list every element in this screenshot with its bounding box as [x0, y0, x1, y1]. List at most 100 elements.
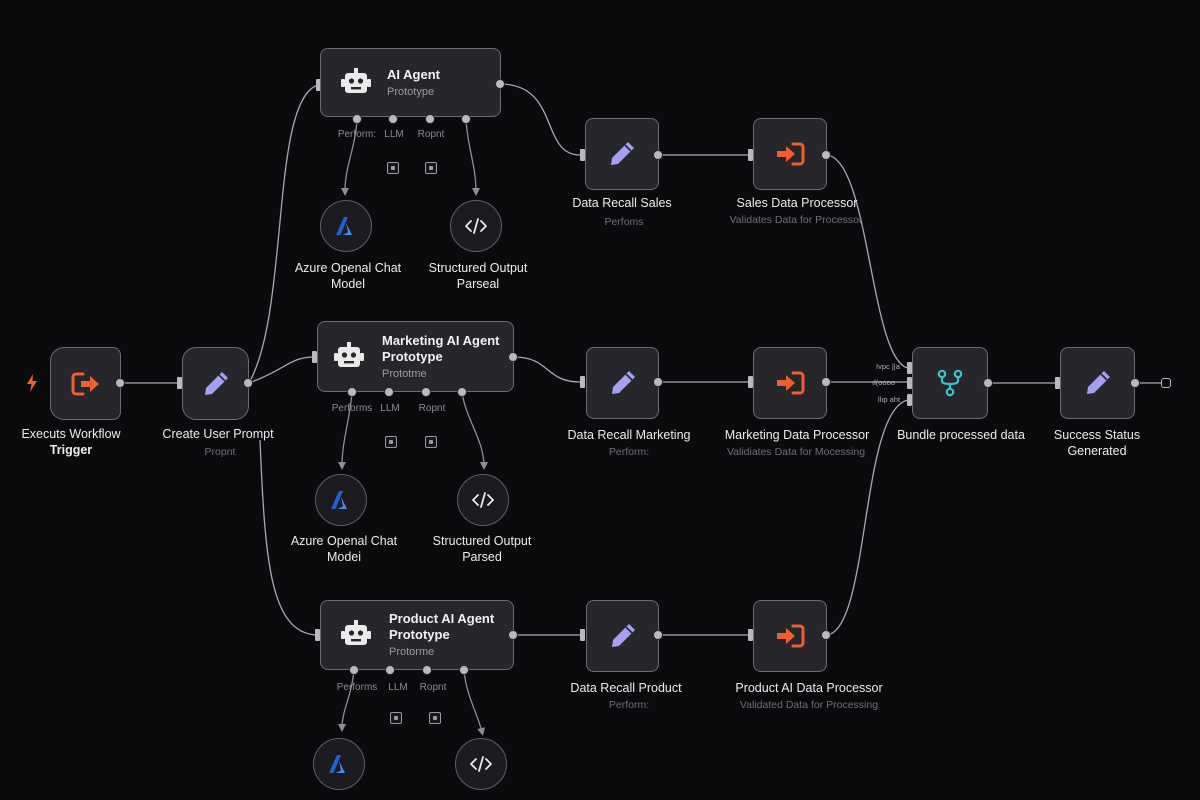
wire-prompt-agent2[interactable]	[248, 356, 315, 384]
agent3-port-ropnt[interactable]	[422, 665, 432, 675]
processor2-label: Marketing Data Processor	[724, 428, 870, 442]
wire-agent1-parser[interactable]	[465, 119, 480, 196]
agent1-input-port[interactable]	[316, 79, 321, 91]
wire-agent2-model[interactable]	[338, 391, 353, 470]
agent1-port-llm[interactable]	[388, 114, 398, 124]
bundle-input1-label: Ivpc ||a	[876, 362, 900, 371]
bundle-output-port[interactable]	[983, 378, 993, 388]
processor2-output-port[interactable]	[821, 377, 831, 387]
agent2-azure-model-node[interactable]	[315, 474, 367, 526]
processor1-sub: Validates Data for Processor	[729, 214, 863, 226]
agent3-input-port[interactable]	[315, 629, 320, 641]
sales-data-processor-node[interactable]	[753, 118, 827, 190]
marketing-data-processor-node[interactable]	[753, 347, 827, 419]
processor3-input-port[interactable]	[748, 629, 753, 641]
bundle-input3-label: llıp aht	[878, 395, 901, 404]
agent2-add-ropnt-button[interactable]	[425, 436, 437, 448]
agent3-subtitle: Protorme	[389, 646, 435, 658]
agent3-port-llm[interactable]	[385, 665, 395, 675]
success-input-port[interactable]	[1055, 377, 1060, 389]
agent1-azure-model-node[interactable]	[320, 200, 372, 252]
agent3-azure-model-node[interactable]	[313, 738, 365, 790]
wire-prompt-agent1[interactable]	[248, 84, 319, 384]
create-user-prompt-node[interactable]	[182, 347, 249, 420]
recall3-label: Data Recall Product	[570, 681, 682, 695]
success-output-port[interactable]	[1130, 378, 1140, 388]
agent1-add-ropnt-button[interactable]	[425, 162, 437, 174]
pencil-icon	[611, 371, 635, 394]
marketing-ai-agent-node[interactable]: Marketing AI Agent Prototype Prototme	[317, 321, 514, 392]
recall3-output-port[interactable]	[653, 630, 663, 640]
recall2-input-port[interactable]	[580, 376, 585, 388]
wire-agent2-recall2[interactable]	[513, 356, 581, 383]
wire-processor3-bundle[interactable]	[826, 399, 909, 636]
wire-agent1-model[interactable]	[341, 119, 358, 196]
agent2-port-performs[interactable]	[347, 387, 357, 397]
agent3-output-parser-node[interactable]	[455, 738, 507, 790]
agent2-add-llm-button[interactable]	[385, 436, 397, 448]
agent3-port-performs[interactable]	[349, 665, 359, 675]
processor3-output-port[interactable]	[821, 630, 831, 640]
wire-agent3-parser[interactable]	[463, 669, 485, 736]
agent1-port-perform[interactable]	[352, 114, 362, 124]
bundle-input-port-3[interactable]	[907, 394, 912, 406]
workflow-end-connector[interactable]	[1161, 378, 1171, 388]
success-status-node[interactable]	[1060, 347, 1135, 419]
agent2-port-llm[interactable]	[384, 387, 394, 397]
data-recall-product-node[interactable]	[586, 600, 659, 672]
prompt-output-port[interactable]	[243, 378, 253, 388]
agent1-port-perform-label: Perform:	[337, 129, 377, 140]
recall3-input-port[interactable]	[580, 629, 585, 641]
bundle-input2-label: ıl(oooo	[872, 378, 895, 387]
agent3-port-performs-label: Performs	[336, 682, 378, 693]
data-recall-marketing-node[interactable]	[586, 347, 659, 419]
ai-agent-node[interactable]: AI Agent Prototype	[320, 48, 501, 117]
agent2-output-port[interactable]	[508, 352, 518, 362]
merge-icon	[937, 369, 963, 397]
code-icon	[472, 492, 494, 508]
wire-processor1-bundle[interactable]	[826, 154, 909, 369]
azure-logo-icon	[336, 217, 352, 235]
agent1-add-llm-button[interactable]	[387, 162, 399, 174]
agent2-input-port[interactable]	[312, 351, 317, 363]
agent3-title-line2: Prototype	[389, 627, 450, 642]
agent2-output-parser-node[interactable]	[457, 474, 509, 526]
agent1-output-port[interactable]	[495, 79, 505, 89]
recall1-output-port[interactable]	[653, 150, 663, 160]
wire-agent3-model[interactable]	[338, 669, 355, 732]
agent3-output-port[interactable]	[508, 630, 518, 640]
recall2-output-port[interactable]	[653, 377, 663, 387]
agent2-port-ropnt[interactable]	[421, 387, 431, 397]
agent1-port-parser[interactable]	[461, 114, 471, 124]
robot-icon	[334, 341, 364, 367]
product-ai-agent-node[interactable]: Product AI Agent Prototype Protorme	[320, 600, 514, 670]
pencil-icon	[611, 624, 635, 647]
bundle-processed-data-node[interactable]	[912, 347, 988, 419]
processor1-output-port[interactable]	[821, 150, 831, 160]
trigger-output-port[interactable]	[115, 378, 125, 388]
processor2-input-port[interactable]	[748, 376, 753, 388]
agent2-port-parser[interactable]	[457, 387, 467, 397]
prompt-input-port[interactable]	[177, 377, 182, 389]
agent1-output-parser-node[interactable]	[450, 200, 502, 252]
lightning-icon	[27, 374, 37, 392]
wire-agent1-recall1[interactable]	[499, 83, 581, 156]
agent3-add-ropnt-button[interactable]	[429, 712, 441, 724]
sign-in-icon	[777, 371, 805, 395]
processor1-input-port[interactable]	[748, 149, 753, 161]
product-ai-data-processor-node[interactable]	[753, 600, 827, 672]
agent3-add-llm-button[interactable]	[390, 712, 402, 724]
agent3-port-parser[interactable]	[459, 665, 469, 675]
wire-agent2-parser[interactable]	[461, 391, 488, 470]
recall1-input-port[interactable]	[580, 149, 585, 161]
sign-in-icon	[777, 142, 805, 166]
data-recall-sales-node[interactable]	[585, 118, 659, 190]
wire-prompt-agent3[interactable]	[259, 439, 317, 636]
bundle-input-port-2[interactable]	[907, 377, 912, 389]
trigger-node[interactable]	[50, 347, 121, 420]
agent1-port-ropnt[interactable]	[425, 114, 435, 124]
bundle-input-port-1[interactable]	[907, 362, 912, 374]
